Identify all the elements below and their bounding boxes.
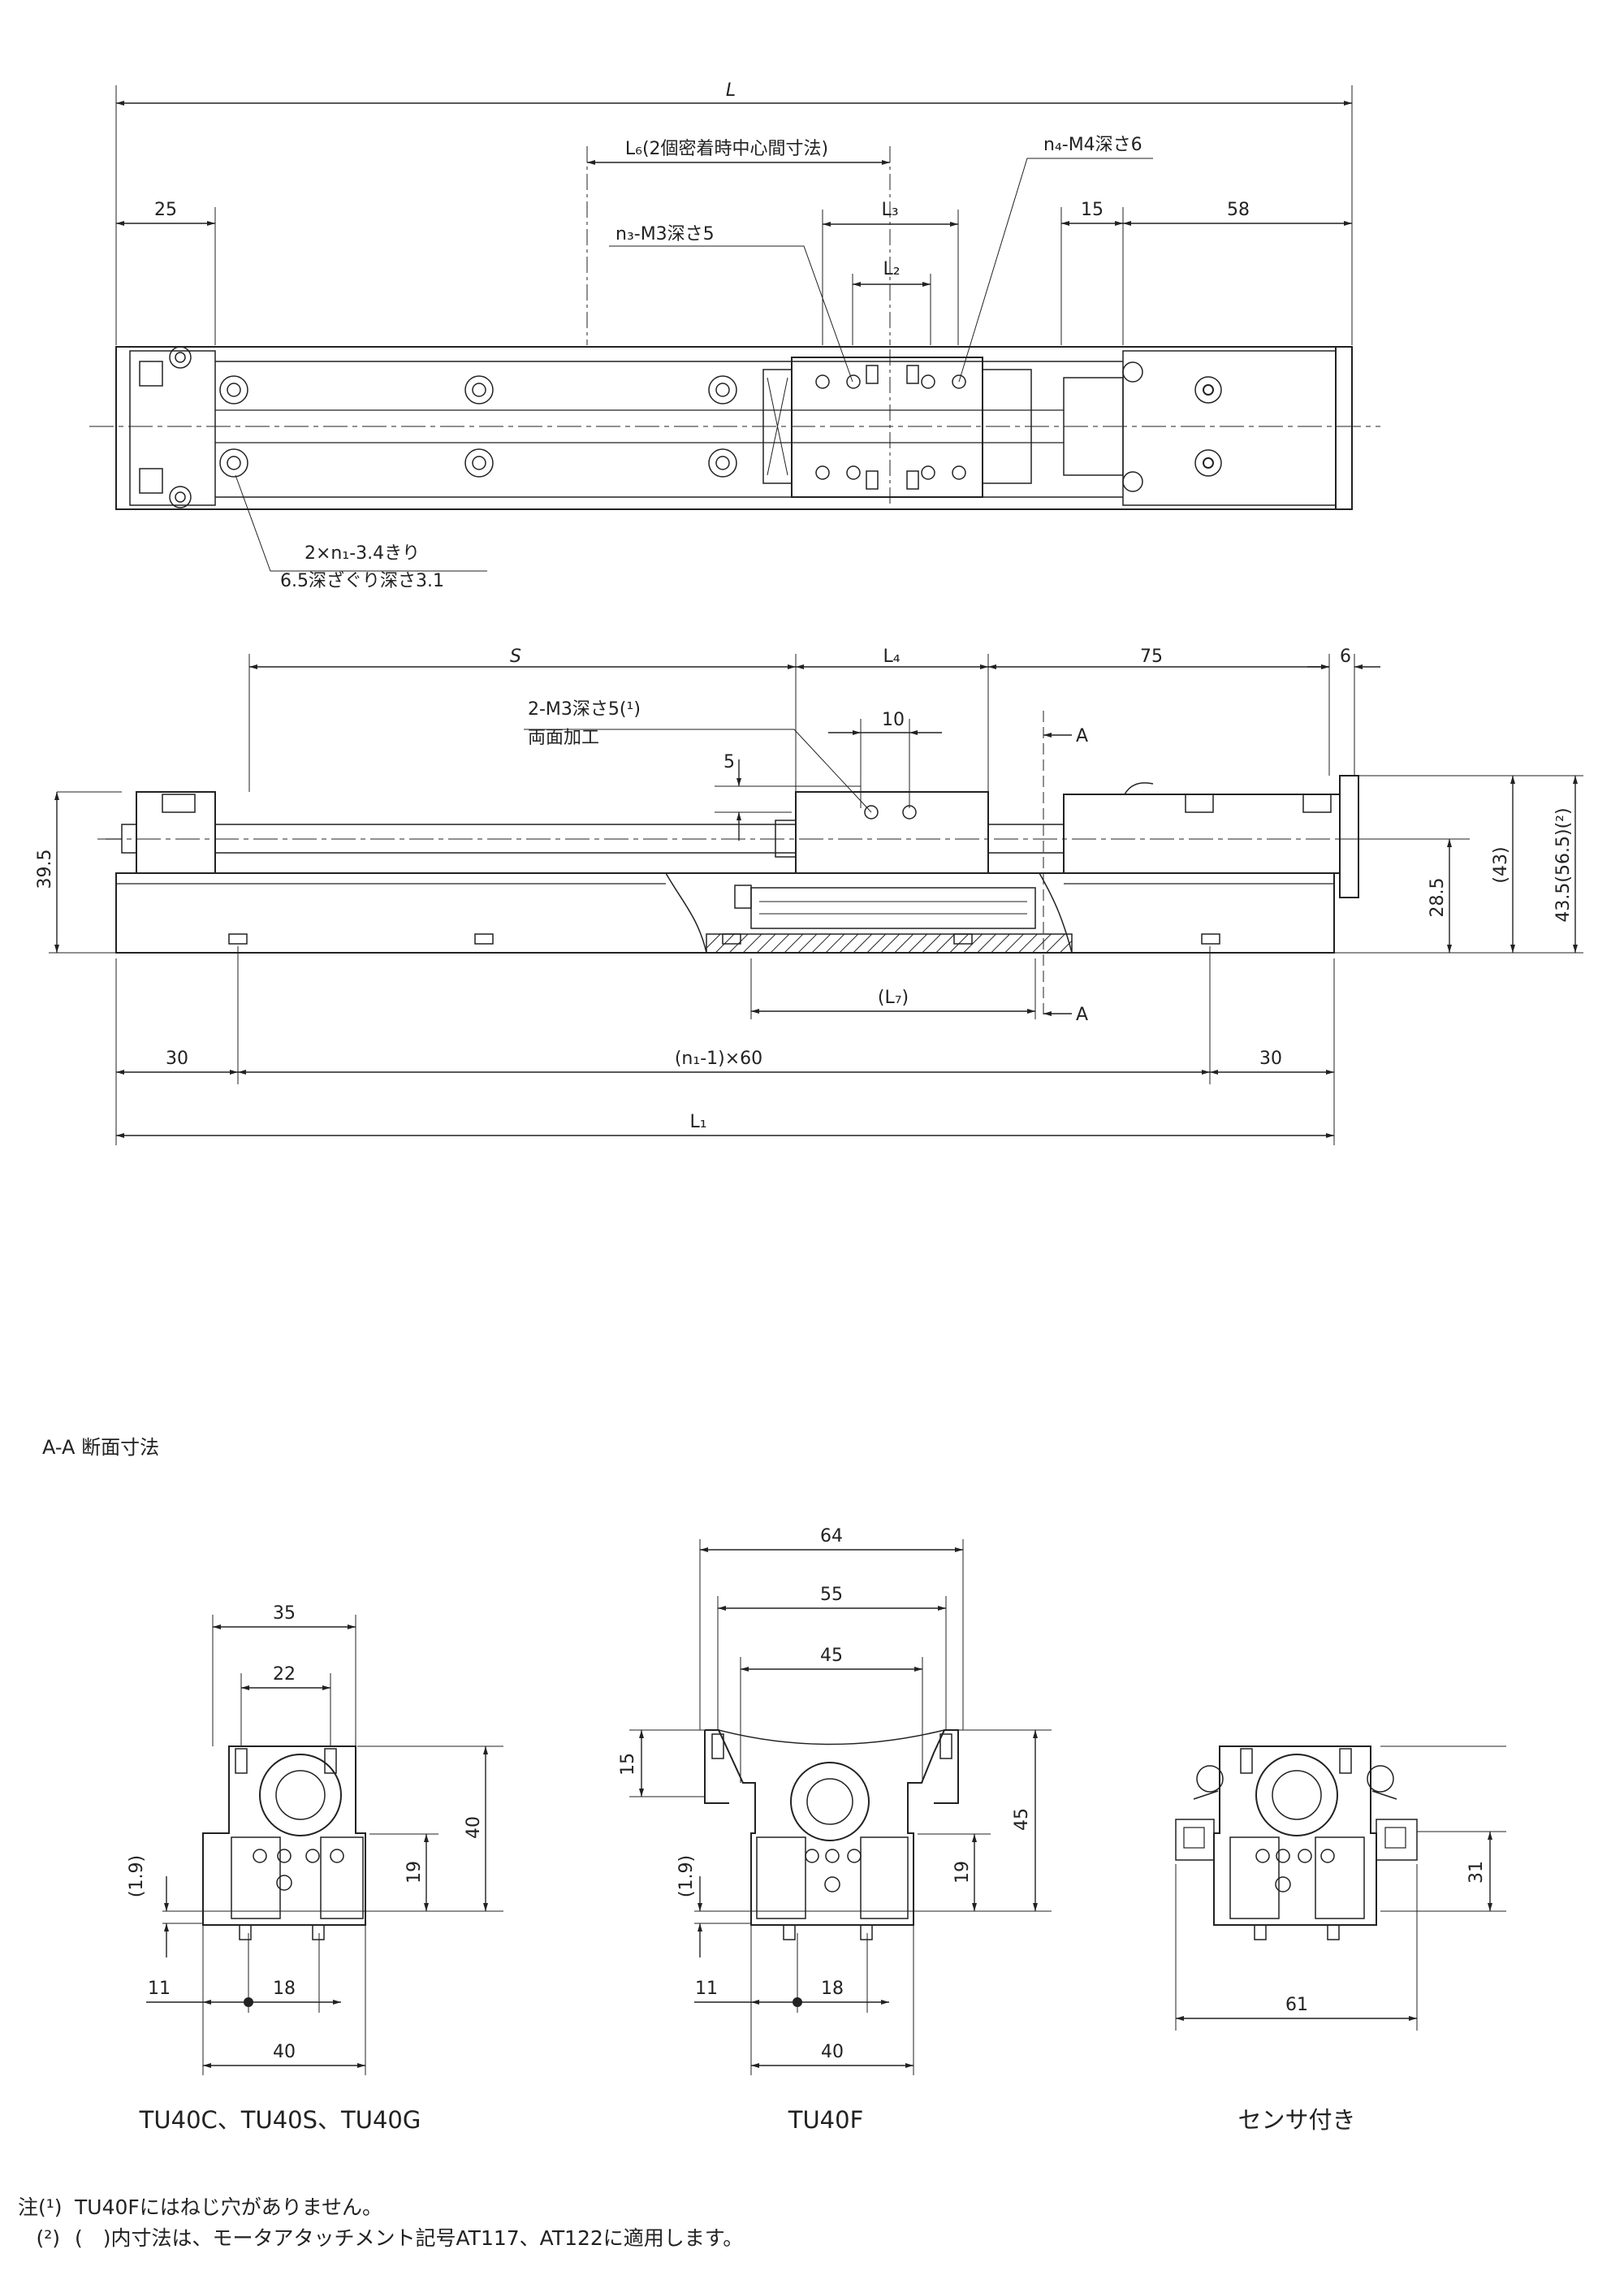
dim-L2: L₂: [883, 259, 900, 279]
note-2-mark: (²): [36, 2226, 60, 2250]
note-holes-2: 6.5深ざぐり深さ3.1: [280, 570, 444, 591]
section-sensor-labels: 31 61 センサ付き: [1237, 1861, 1487, 2134]
dim-35: 35: [273, 1603, 296, 1624]
section-mark-a-top: A: [1076, 726, 1088, 746]
dim-19: 19: [404, 1861, 425, 1884]
dim-11: 11: [148, 1979, 171, 1999]
dim-18: 18: [273, 1979, 296, 1999]
top-view: [89, 85, 1380, 572]
note-holes-1: 2×n₁-3.4きり: [304, 543, 420, 564]
dim-pitch: (n₁-1)×60: [675, 1049, 762, 1069]
dim-L6: L₆(2個密着時中心間寸法): [625, 139, 828, 159]
note-both-sides: 両面加工: [528, 728, 599, 748]
dim-55: 55: [820, 1585, 843, 1605]
dim-40-vertical: 40: [464, 1816, 484, 1839]
dim-43-5: 43.5(56.5)(²): [1553, 807, 1574, 922]
dim-39-5: 39.5: [35, 850, 55, 889]
section-tu40f-labels: 64 55 45 15 45 19 (1.9) 11 18 40 TU40F: [618, 1526, 1032, 2134]
caption-tu40c: TU40C、TU40S、TU40G: [139, 2106, 421, 2134]
dim-S: S: [510, 647, 521, 667]
dim-L1: L₁: [689, 1112, 706, 1132]
section-mark-a-bottom: A: [1076, 1005, 1088, 1025]
note-1-mark: 注(¹): [18, 2195, 63, 2219]
dim-75: 75: [1140, 647, 1163, 667]
dim-40-horizontal: 40: [273, 2042, 296, 2062]
dim-58: 58: [1227, 200, 1250, 220]
dim-28-5: 28.5: [1427, 878, 1448, 918]
note-1-text: TU40Fにはねじ穴がありません。: [75, 2195, 383, 2219]
caption-tu40f: TU40F: [788, 2106, 864, 2134]
dim-30-right: 30: [1259, 1049, 1282, 1069]
dim-L7: (L₇): [878, 988, 909, 1008]
dim-18: 18: [821, 1979, 844, 1999]
dim-15: 15: [1081, 200, 1104, 220]
dim-40-horizontal: 40: [821, 2042, 844, 2062]
side-view: [49, 654, 1583, 1145]
dim-43: (43): [1491, 846, 1511, 883]
dim-30-left: 30: [166, 1049, 188, 1069]
section-tu40f: [629, 1539, 1052, 2075]
dim-1-9: (1.9): [676, 1855, 697, 1897]
note-2-text: ( )内寸法は、モータアタッチメント記号AT117、AT122に適用します。: [75, 2226, 744, 2250]
side-view-labels: S L₄ 75 6 2-M3深さ5(¹) 両面加工 10 5 A A 39.5 …: [35, 647, 1574, 1132]
section-sensor: [1175, 1745, 1506, 2031]
note-n4-thread: n₄-M4深さ6: [1043, 135, 1142, 155]
dim-L4: L₄: [883, 647, 900, 667]
section-tu40c-labels: 35 22 40 19 (1.9) 11 18 40 TU40C、TU40S、T…: [127, 1603, 484, 2134]
note-n3-thread: n₃-M3深さ5: [615, 224, 715, 244]
dim-10: 10: [882, 710, 905, 730]
section-tu40c: [146, 1615, 503, 2075]
dim-31: 31: [1466, 1861, 1487, 1884]
dim-45-vertical: 45: [1012, 1808, 1032, 1831]
dim-22: 22: [273, 1664, 296, 1685]
note-1: 注(¹) TU40Fにはねじ穴がありません。: [18, 2193, 382, 2222]
note-m3-thread: 2-M3深さ5(¹): [528, 699, 641, 720]
dim-45-horizontal: 45: [820, 1646, 843, 1666]
dim-1-9: (1.9): [127, 1855, 147, 1897]
dim-5: 5: [723, 752, 735, 772]
dim-25: 25: [154, 200, 177, 220]
dim-19: 19: [952, 1861, 973, 1884]
section-title: A-A 断面寸法: [42, 1436, 159, 1459]
caption-sensor: センサ付き: [1237, 2106, 1355, 2134]
note-2: (²) ( )内寸法は、モータアタッチメント記号AT117、AT122に適用します…: [18, 2224, 743, 2253]
dim-61: 61: [1285, 1995, 1308, 2015]
dim-11: 11: [695, 1979, 718, 1999]
dim-64: 64: [820, 1526, 843, 1546]
dim-L: L: [726, 80, 736, 101]
dim-6: 6: [1340, 647, 1351, 667]
dim-L3: L₃: [881, 200, 898, 220]
dim-15: 15: [618, 1753, 638, 1776]
top-view-labels: L L₆(2個密着時中心間寸法) n₄-M4深さ6 L₃ n₃-M3深さ5 L₂…: [154, 80, 1250, 591]
